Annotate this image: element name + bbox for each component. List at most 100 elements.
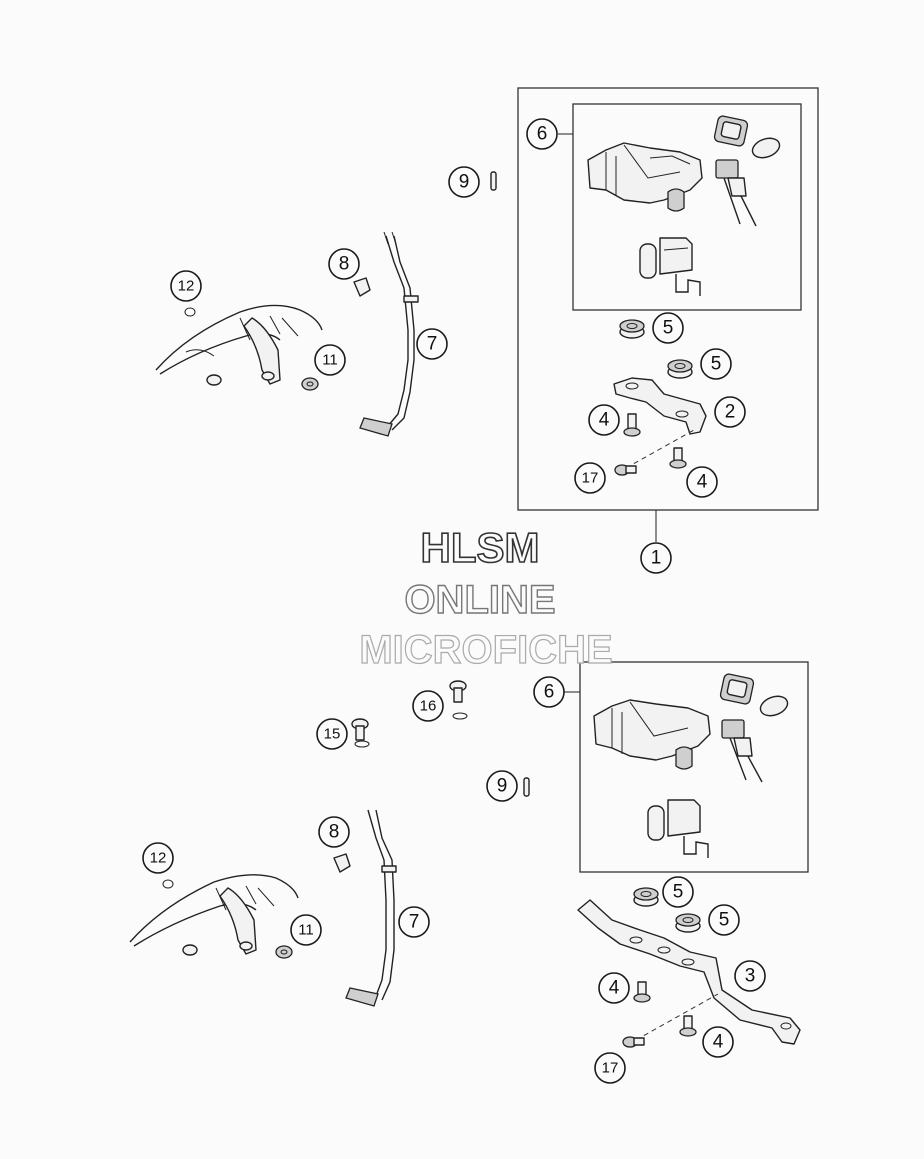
- callout-11a: 11: [314, 344, 346, 376]
- svg-text:2: 2: [725, 402, 736, 423]
- callout-6b: 6: [533, 676, 565, 708]
- bottom-assembly: [129, 661, 809, 1048]
- svg-text:6: 6: [544, 682, 555, 703]
- watermark-line-2: ONLINE: [404, 578, 555, 622]
- svg-text:17: 17: [602, 1060, 619, 1077]
- callout-9b: 9: [486, 770, 518, 802]
- svg-text:16: 16: [420, 698, 437, 715]
- rocker-switch-bottom: [721, 719, 763, 783]
- screw-bottom-1: [633, 981, 651, 1003]
- dashed-axis-bottom: [635, 993, 719, 1041]
- callout-1: 1: [640, 542, 672, 574]
- svg-text:5: 5: [719, 910, 730, 931]
- coil-top: [639, 237, 701, 296]
- svg-text:4: 4: [697, 472, 708, 493]
- clip-8-top: [353, 277, 371, 297]
- callout-8a: 8: [328, 248, 360, 280]
- watermark: HLSM ONLINE MICROFICHE: [359, 523, 614, 672]
- svg-text:5: 5: [673, 882, 684, 903]
- grommet-bottom-1: [633, 887, 659, 907]
- screw-top-1: [623, 413, 641, 437]
- svg-text:9: 9: [497, 776, 508, 797]
- callout-4b: 4: [686, 466, 718, 498]
- svg-text:12: 12: [178, 278, 195, 295]
- callout-16: 16: [412, 690, 444, 722]
- svg-text:12: 12: [150, 850, 167, 867]
- switch-frame-top: [572, 103, 802, 311]
- callout-9a: 9: [448, 166, 480, 198]
- svg-text:8: 8: [329, 822, 340, 843]
- svg-text:4: 4: [713, 1032, 724, 1053]
- svg-text:9: 9: [459, 172, 470, 193]
- svg-text:4: 4: [599, 410, 610, 431]
- grommet-top-1: [619, 319, 645, 339]
- grommet-top-2: [667, 359, 693, 379]
- svg-text:17: 17: [582, 470, 599, 487]
- callout-12a: 12: [170, 270, 202, 302]
- screw-bottom-2: [679, 1015, 697, 1037]
- callout-11b: 11: [290, 914, 322, 946]
- callout-4c: 4: [598, 972, 630, 1004]
- callout-17b: 17: [594, 1052, 626, 1084]
- svg-text:11: 11: [298, 922, 314, 939]
- dashed-axis-top: [625, 429, 695, 469]
- harness-bottom: [345, 809, 397, 1007]
- clip-8-bottom: [333, 853, 351, 873]
- callout-2: 2: [714, 396, 746, 428]
- pin-9-bottom: [523, 777, 530, 797]
- callout-8b: 8: [318, 816, 350, 848]
- bracket-bottom: [577, 899, 801, 1045]
- screw-17-bottom: [622, 1036, 645, 1048]
- callout-17a: 17: [574, 462, 606, 494]
- callout-4a: 4: [588, 404, 620, 436]
- callout-4d: 4: [702, 1026, 734, 1058]
- svg-text:15: 15: [324, 726, 341, 743]
- ring-12-top: [184, 307, 196, 317]
- callout-7a: 7: [416, 328, 448, 360]
- screw-top-2: [669, 447, 687, 469]
- assembly-frame-top: [517, 87, 819, 511]
- callout-5b: 5: [700, 348, 732, 380]
- switch-frame-bottom: [579, 661, 809, 873]
- spacer-11-top: [301, 377, 319, 391]
- svg-text:11: 11: [322, 352, 338, 369]
- chassis-bottom: [129, 874, 299, 956]
- bolt-15: [351, 718, 370, 748]
- callout-5a: 5: [652, 312, 684, 344]
- callout-6a: 6: [526, 118, 558, 150]
- callout-5c: 5: [662, 876, 694, 908]
- callout-15: 15: [316, 718, 348, 750]
- svg-text:8: 8: [339, 254, 350, 275]
- top-assembly: [155, 87, 819, 542]
- grommet-bottom-2: [675, 913, 701, 933]
- rocker-switch-top: [715, 159, 757, 227]
- watermark-line-3: MICROFICHE: [359, 628, 612, 672]
- svg-text:5: 5: [663, 318, 674, 339]
- svg-text:7: 7: [409, 912, 420, 933]
- bracket-top: [613, 377, 707, 435]
- ring-12-bottom: [162, 879, 174, 889]
- callout-12b: 12: [142, 842, 174, 874]
- svg-text:5: 5: [711, 354, 722, 375]
- chassis-top: [155, 304, 323, 386]
- lens-top: [751, 137, 781, 159]
- lens-bottom: [759, 695, 789, 717]
- bolt-16: [449, 680, 468, 720]
- watermark-line-1: HLSM: [421, 524, 540, 571]
- screw-17-top: [614, 464, 637, 476]
- callout-5d: 5: [708, 904, 740, 936]
- harness-top: [359, 231, 419, 437]
- svg-text:6: 6: [537, 124, 548, 145]
- svg-text:3: 3: [745, 966, 756, 987]
- svg-text:4: 4: [609, 978, 620, 999]
- callout-3: 3: [734, 960, 766, 992]
- callout-7b: 7: [398, 906, 430, 938]
- switch-housing-top: [587, 142, 703, 212]
- coil-bottom: [647, 799, 709, 858]
- callouts: 1 2 3 4 4 4 4 5 5 5 5 6 6 7 7 8 8 9 9 11…: [142, 118, 766, 1084]
- svg-text:7: 7: [427, 334, 438, 355]
- pin-9-top: [490, 171, 497, 191]
- spacer-11-bottom: [275, 945, 293, 959]
- svg-text:1: 1: [651, 548, 662, 569]
